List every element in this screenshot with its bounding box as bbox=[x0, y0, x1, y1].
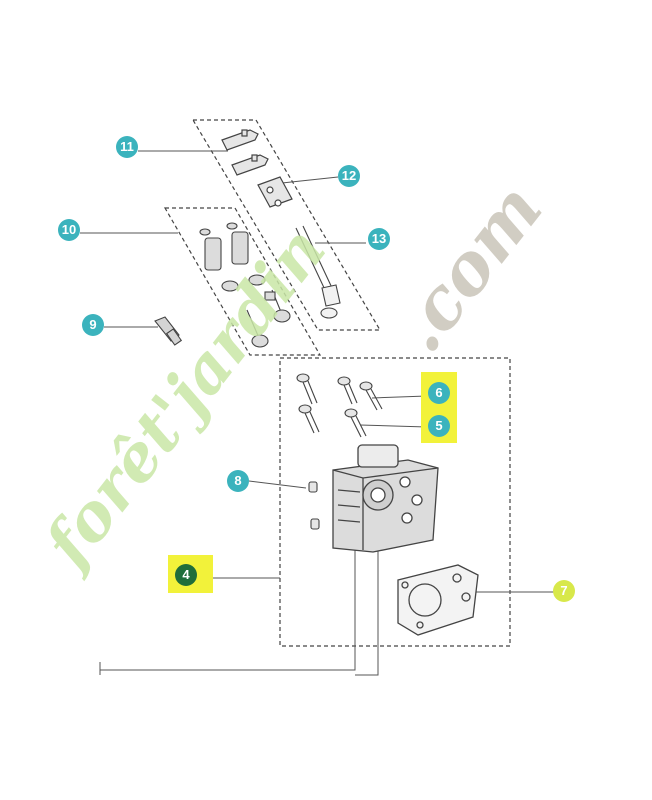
head-bolts bbox=[296, 373, 383, 438]
callout-9: 9 bbox=[82, 314, 104, 336]
spark-plug bbox=[154, 316, 183, 346]
cylinder-head bbox=[332, 444, 439, 553]
cylinder-head-group-box bbox=[279, 357, 511, 647]
valve-group-box bbox=[163, 207, 322, 356]
valve-assembly bbox=[199, 222, 291, 348]
callout-10: 10 bbox=[58, 219, 80, 241]
callout-7: 7 bbox=[553, 580, 575, 602]
callout-4: 4 bbox=[175, 564, 197, 586]
callout-6: 6 bbox=[428, 382, 450, 404]
callout-8: 8 bbox=[227, 470, 249, 492]
callout-5: 5 bbox=[428, 415, 450, 437]
push-rods bbox=[295, 225, 341, 319]
callout-13: 13 bbox=[368, 228, 390, 250]
dowel-pins bbox=[308, 481, 320, 530]
rocker-arms bbox=[221, 129, 269, 176]
group-boxes bbox=[163, 119, 511, 647]
callout-12: 12 bbox=[338, 165, 360, 187]
leader-lines bbox=[80, 150, 556, 676]
head-gasket bbox=[397, 564, 479, 636]
callout-11: 11 bbox=[116, 136, 138, 158]
rocker-bracket bbox=[257, 176, 293, 208]
rocker-group-box bbox=[191, 119, 382, 331]
